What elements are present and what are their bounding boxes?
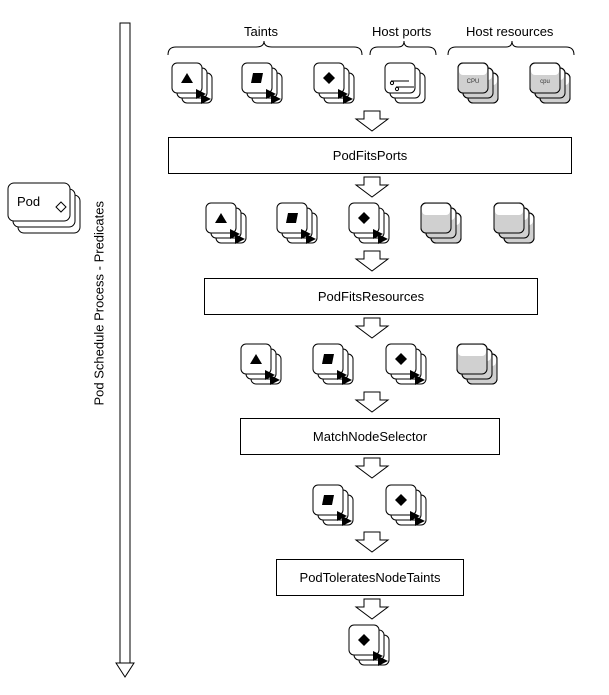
host-resources-brace: [447, 40, 575, 56]
square-taint-icon: [286, 213, 298, 223]
group-label-host-ports: Host ports: [372, 24, 432, 39]
process-arrow: [115, 22, 135, 678]
node-stack-diamond: [385, 343, 427, 385]
node-stack-diamond: [385, 484, 427, 526]
diamond-taint-icon: [358, 212, 370, 224]
down-arrow-6: [354, 457, 390, 479]
node-stack-triangle: [240, 343, 282, 385]
pod-stack: [7, 182, 81, 234]
down-arrow-2: [354, 176, 390, 198]
predicate-pod-tolerates-node-taints: PodToleratesNodeTaints: [276, 559, 464, 596]
diamond-taint-icon: [395, 353, 407, 365]
node-stack-square: [312, 484, 354, 526]
down-arrow-5: [354, 391, 390, 413]
diamond-taint-icon: [323, 72, 335, 84]
pod-diamond-icon: [55, 201, 67, 213]
taints-brace: [167, 40, 363, 56]
square-taint-icon: [322, 354, 334, 364]
node-stack-diamond: [348, 202, 390, 244]
node-stack-diamond: [313, 62, 355, 104]
host-ports-brace: [369, 40, 437, 56]
node-stack-triangle: [205, 202, 247, 244]
node-stack-diamond: [348, 624, 390, 666]
triangle-taint-icon: [181, 73, 193, 83]
node-stack-cpu-lower: cpu: [529, 62, 571, 104]
node-stack-square: [276, 202, 318, 244]
node-stack-cpu-upper: CPU: [457, 62, 499, 104]
node-stack-triangle: [171, 62, 213, 104]
node-stack-ports: [384, 62, 426, 104]
pod-label: Pod: [17, 194, 41, 209]
predicate-pod-fits-resources: PodFitsResources: [204, 278, 538, 315]
down-arrow-4: [354, 317, 390, 339]
group-label-host-resources: Host resources: [466, 24, 554, 39]
node-stack-resource: [420, 202, 462, 244]
down-arrow-1: [354, 110, 390, 132]
diamond-taint-icon: [358, 634, 370, 646]
down-arrow-8: [354, 598, 390, 620]
node-stack-square: [241, 62, 283, 104]
node-stack-square: [312, 343, 354, 385]
diamond-taint-icon: [395, 494, 407, 506]
triangle-taint-icon: [250, 354, 262, 364]
square-taint-icon: [322, 495, 334, 505]
down-arrow-3: [354, 250, 390, 272]
node-stack-resource: [456, 343, 498, 385]
cpu-label: CPU: [467, 79, 480, 85]
square-taint-icon: [251, 73, 263, 83]
node-stack-resource: [493, 202, 535, 244]
group-braces: [167, 40, 575, 56]
down-arrow-7: [354, 531, 390, 553]
predicate-pod-fits-ports: PodFitsPorts: [168, 137, 572, 174]
triangle-taint-icon: [215, 213, 227, 223]
predicate-match-node-selector: MatchNodeSelector: [240, 418, 500, 455]
group-label-taints: Taints: [244, 24, 278, 39]
cpu-label: cpu: [540, 79, 550, 85]
